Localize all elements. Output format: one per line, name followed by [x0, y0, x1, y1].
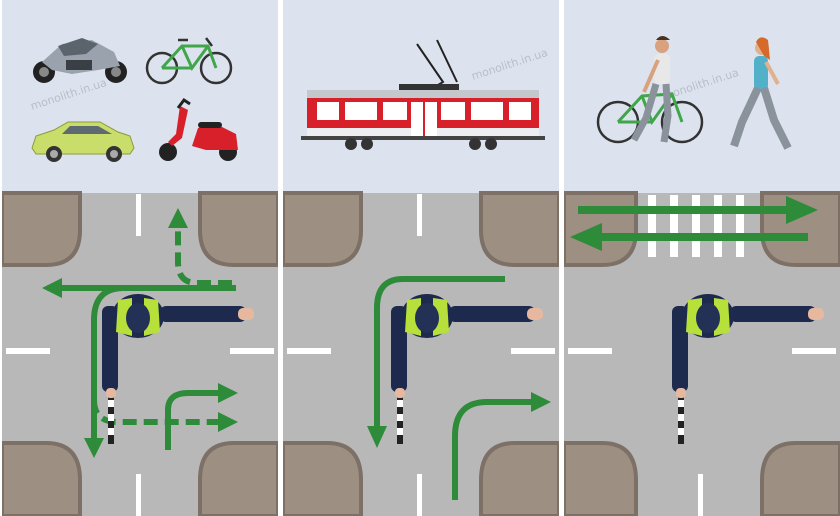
arrow-right [452, 399, 533, 500]
traffic-officer [672, 294, 824, 444]
vehicles-image-area [2, 0, 278, 193]
corner-top-right [198, 191, 278, 267]
corner-top-left [283, 191, 363, 267]
corner-bottom-right [760, 441, 840, 516]
car-icon [31, 121, 135, 162]
lane-markings [287, 194, 555, 516]
pedestrian-icon [730, 37, 792, 150]
zebra-crossing [648, 195, 744, 257]
corner-bottom-left [283, 441, 363, 516]
traffic-officer [102, 294, 254, 444]
arrow-straight-dashed [175, 225, 232, 286]
lane-markings [568, 348, 836, 516]
arrow-left-down [374, 276, 505, 428]
panel-tram: monolith.in.ua [283, 0, 559, 516]
motorcycle-icon [33, 38, 127, 83]
cyclist-walking-icon [596, 36, 704, 144]
tram-icon [301, 39, 545, 150]
panel-pedestrians: monolith.in.ua [564, 0, 840, 516]
arrow-right [165, 390, 220, 450]
corner-top-right [479, 191, 559, 267]
panel-vehicles: monolith.in.ua [2, 0, 278, 516]
arrow-down-left [91, 285, 125, 440]
corner-top-left [2, 191, 82, 267]
corner-bottom-left [2, 441, 82, 516]
lane-markings [6, 194, 274, 516]
corner-bottom-left [564, 441, 638, 516]
pedestrians-image-area [564, 0, 840, 193]
arrow-right-dashed [91, 399, 220, 425]
corner-bottom-right [198, 441, 278, 516]
bicycle-icon [145, 37, 233, 85]
scooter-icon [159, 97, 238, 161]
corner-bottom-right [479, 441, 559, 516]
traffic-officer [391, 294, 543, 444]
